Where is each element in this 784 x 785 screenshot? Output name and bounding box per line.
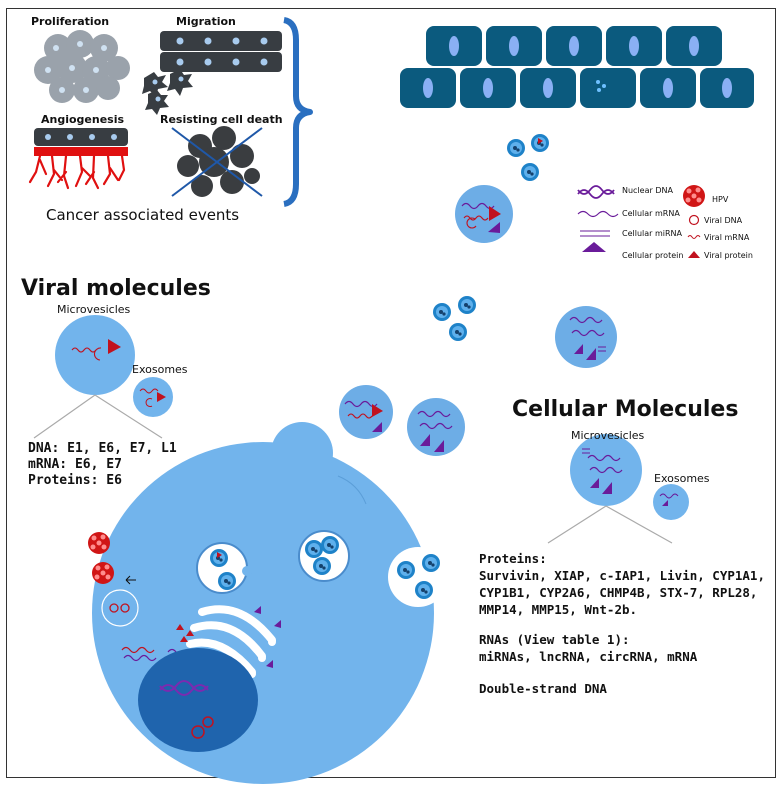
cellular-rnas-label: RNAs (View table 1): [479,632,630,647]
label-proliferation: Proliferation [31,15,110,28]
migration-cells [142,31,282,115]
legend-viral-mrna: Viral mRNA [704,233,750,242]
exosome-cluster-top [507,134,549,181]
infected-cell [92,422,448,784]
label-cellular-exosomes: Exosomes [654,472,710,485]
cellular-microvesicle-left [407,398,465,456]
exosome-cluster-mid [433,296,476,341]
mixed-microvesicle [455,185,513,243]
label-viral-exosomes: Exosomes [132,363,188,376]
cellular-proteins-line-2: CYP1B1, CYP2A6, CHMP4B, STX-7, RPL28, [479,585,758,600]
legend-nuclear-dna: Nuclear DNA [622,186,673,195]
label-cellular-microvesicles: Microvesicles [571,429,645,442]
legend-cellular-mrna: Cellular mRNA [622,209,680,218]
mixed-microvesicle-left [339,385,393,439]
viral-dna-list: DNA: E1, E6, E7, L1 [28,441,177,456]
cellular-dna: Double-strand DNA [479,681,607,696]
legend-viral-protein: Viral protein [704,251,753,260]
caption-cancer-events: Cancer associated events [46,206,240,224]
legend-cellular-mirna: Cellular miRNA [622,229,683,238]
legend-cellular-protein: Cellular protein [622,251,684,260]
viral-vesicles [33,315,173,439]
angiogenesis-vessels [28,128,128,190]
cellular-proteins-line-3: MMP14, MMP15, Wnt-2b. [479,602,638,617]
cellular-proteins-label: Proteins: [479,551,547,566]
cellular-rnas-list: miRNAs, lncRNA, circRNA, mRNA [479,649,698,664]
epithelial-tissue [400,26,754,108]
cellular-proteins-line-1: Survivin, XIAP, c-IAP1, Livin, CYP1A1, [479,568,765,583]
figure-frame [6,8,776,778]
label-resisting-cell-death: Resisting cell death [160,113,283,126]
cellular-microvesicle-right [555,306,617,368]
legend [577,185,705,258]
viral-mrna-list: mRNA: E6, E7 [28,457,122,472]
legend-viral-dna: Viral DNA [704,216,743,225]
bracket [283,17,313,207]
proliferation-cluster [34,30,130,103]
label-angiogenesis: Angiogenesis [41,113,125,126]
viral-protein-list: Proteins: E6 [28,473,122,488]
heading-viral-molecules: Viral molecules [21,276,211,301]
cellular-vesicles [547,434,689,544]
legend-hpv: HPV [712,195,729,204]
resisting-cell-death-cells [171,126,263,197]
label-migration: Migration [176,15,236,28]
label-viral-microvesicles: Microvesicles [57,303,131,316]
heading-cellular-molecules: Cellular Molecules [512,397,739,422]
